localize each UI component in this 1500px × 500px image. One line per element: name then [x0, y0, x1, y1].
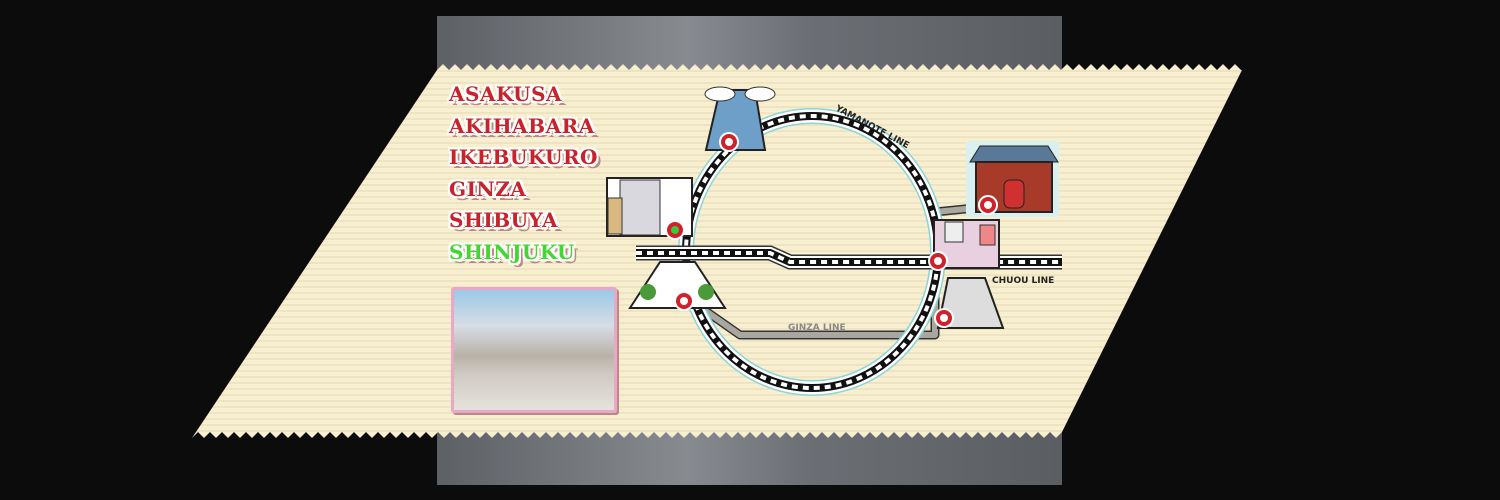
chuou-line-label: CHUOU LINE — [992, 276, 1054, 286]
menu-item-akihabara[interactable]: AKIHABARA — [449, 113, 595, 138]
station-marker-akihabara[interactable] — [928, 251, 948, 271]
akihabara-building — [933, 219, 1000, 269]
ikebukuro-building — [704, 86, 776, 151]
shibuya-building — [628, 261, 727, 309]
chuou-line — [636, 245, 1062, 270]
station-marker-shibuya[interactable] — [674, 291, 694, 311]
station-marker-asakusa[interactable] — [978, 195, 998, 215]
asakusa-temple — [966, 141, 1059, 217]
station-marker-ginza[interactable] — [934, 308, 954, 328]
ginza-line-label: GINZA LINE — [788, 323, 846, 333]
location-preview-photo — [451, 287, 617, 413]
menu-item-shinjuku[interactable]: SHINJUKU — [449, 239, 575, 264]
menu-item-ikebukuro[interactable]: IKEBUKURO — [449, 145, 598, 169]
station-marker-shinjuku[interactable] — [665, 220, 685, 240]
menu-item-asakusa[interactable]: ASAKUSA — [449, 82, 563, 106]
station-marker-ikebukuro[interactable] — [719, 132, 739, 152]
menu-item-ginza[interactable]: GINZA — [449, 176, 527, 201]
menu-item-shibuya[interactable]: SHIBUYA — [449, 208, 559, 232]
destination-menu: ASAKUSA AKIHABARA IKEBUKURO GINZA SHIBUY… — [449, 80, 598, 269]
ginza-building — [936, 277, 1005, 329]
